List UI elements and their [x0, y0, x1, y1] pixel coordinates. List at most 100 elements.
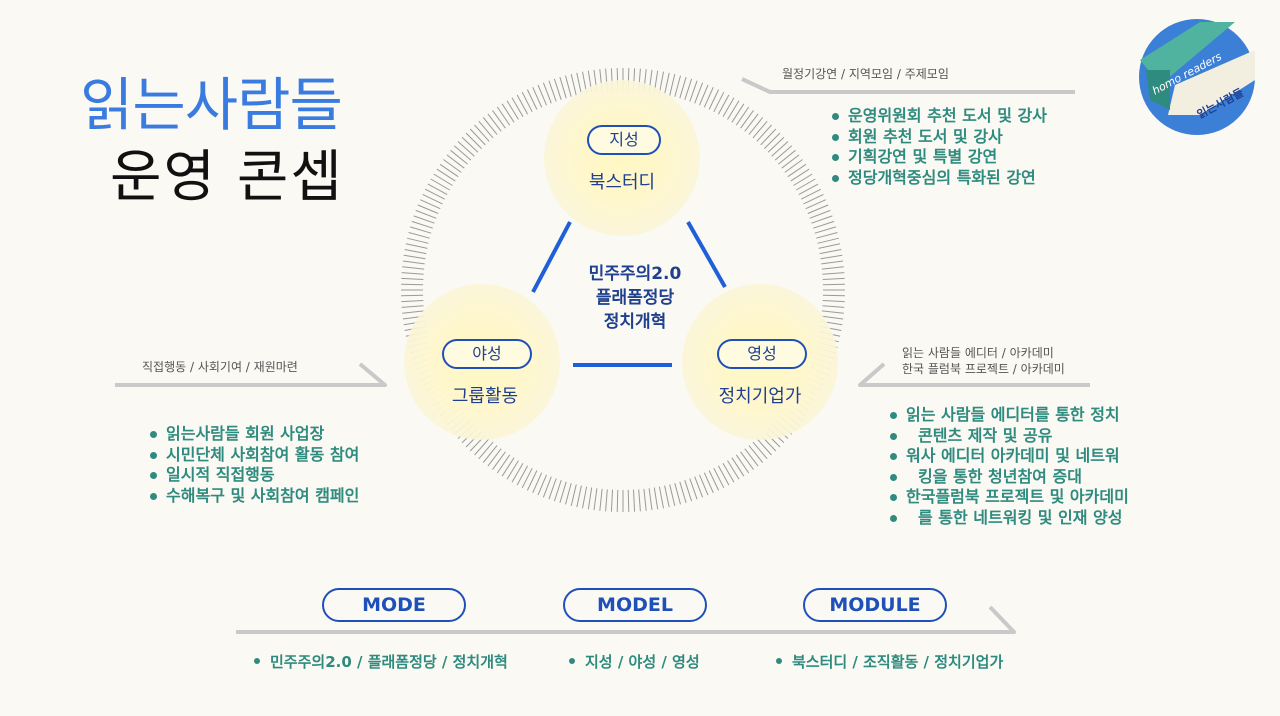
ring-tick: [764, 132, 781, 149]
right-arrow-label-2: 한국 플럼북 프로젝트 / 아카데미: [902, 362, 1065, 376]
ring-tick: [401, 283, 424, 286]
ring-tick: [511, 97, 524, 118]
ring-tick: [664, 72, 670, 95]
ring-tick: [430, 178, 451, 191]
ring-tick: [474, 124, 490, 142]
ring-tick: [482, 117, 498, 135]
ring-tick: [401, 300, 424, 303]
ring-tick: [487, 113, 502, 132]
ring-tick: [478, 120, 494, 139]
bullet-dot: [254, 657, 260, 664]
ring-tick: [559, 481, 567, 504]
page-subtitle: 운영 콘셉: [110, 145, 344, 210]
ring-tick: [717, 465, 730, 486]
ring-tick: [795, 178, 816, 191]
ring-tick: [820, 254, 843, 260]
ring-tick: [790, 168, 810, 182]
ring-tick: [516, 94, 529, 115]
ring-tick: [816, 232, 838, 239]
ring-tick: [731, 457, 745, 477]
ring-tick: [669, 484, 676, 507]
ring-tick: [404, 249, 427, 255]
ring-tick: [415, 209, 437, 219]
ring-tick: [684, 480, 693, 502]
ring-tick: [807, 204, 829, 214]
arrow-bottom: [236, 605, 1016, 634]
ring-tick: [658, 486, 664, 509]
ring-tick: [403, 254, 426, 260]
ring-tick: [501, 103, 515, 123]
bottom-text-module-label: 북스터디 / 조직활동 / 정치기업가: [792, 653, 1004, 671]
ring-tick: [731, 103, 745, 123]
ring-tick: [433, 173, 453, 186]
ring-tick: [492, 451, 506, 470]
list-item: 시민단체 사회참여 활동 참여: [148, 445, 359, 466]
ring-tick: [809, 209, 831, 219]
ring-tick: [713, 467, 725, 489]
connector-top-left: [531, 221, 572, 293]
right-arrow-label-1: 읽는 사람들 에디터 / 아카데미: [902, 346, 1054, 360]
ring-tick: [674, 75, 681, 97]
list-item-continued: 킹을 통한 청년참여 증대: [888, 467, 1129, 488]
list-item: 수해복구 및 사회참여 캠페인: [148, 486, 359, 507]
ring-tick: [401, 305, 424, 308]
ring-tick: [526, 89, 538, 110]
ring-tick: [532, 472, 543, 494]
ring-tick: [694, 476, 704, 498]
center-line-3: 정치개혁: [603, 312, 667, 332]
ring-tick: [582, 486, 588, 509]
list-item: 기획강연 및 특별 강연: [830, 147, 1047, 168]
ring-tick: [453, 145, 472, 161]
ring-tick: [439, 163, 459, 178]
ring-tick: [521, 467, 533, 489]
ring-tick: [548, 80, 557, 102]
ring-tick: [821, 310, 844, 314]
ring-tick: [532, 86, 543, 108]
ring-tick: [708, 89, 720, 110]
ring-tick: [610, 489, 613, 512]
ring-tick: [822, 283, 845, 286]
connector-top-right: [686, 221, 727, 288]
ring-tick: [419, 199, 441, 210]
ring-tick: [638, 489, 641, 512]
ring-tick: [822, 300, 845, 303]
ring-tick: [553, 78, 562, 100]
bottom-text-mode-label: 민주주의2.0 / 플래폼정당 / 정치개혁: [270, 653, 508, 671]
ring-tick: [798, 183, 819, 196]
ring-tick: [469, 128, 486, 146]
node-top-name: 북스터디: [588, 172, 656, 193]
ring-tick: [722, 97, 735, 118]
node-right-name: 정치기업가: [718, 386, 802, 407]
ring-tick: [653, 487, 659, 510]
ring-tick: [474, 438, 490, 456]
ring-tick: [727, 100, 740, 120]
ring-tick: [526, 470, 538, 491]
ring-tick: [689, 80, 698, 102]
model-pill: MODEL: [563, 588, 707, 622]
ring-tick: [744, 448, 759, 467]
ring-tick: [511, 462, 524, 483]
list-item-continued: 를 통한 네트워킹 및 인재 양성: [888, 508, 1129, 529]
ring-tick: [822, 277, 845, 280]
homo-readers-logo: [1139, 19, 1255, 135]
ring-tick: [542, 82, 552, 104]
ring-tick: [800, 188, 822, 200]
ring-tick: [756, 124, 772, 142]
ring-tick: [457, 141, 475, 157]
ring-tick: [752, 120, 768, 139]
ring-tick: [740, 110, 754, 129]
ring-tick: [401, 272, 424, 275]
bottom-text-mode: 민주주의2.0 / 플래폼정당 / 정치개혁: [254, 651, 508, 672]
ring-tick: [587, 487, 593, 510]
ring-tick: [409, 226, 432, 234]
ring-tick: [427, 183, 448, 196]
ring-tick: [740, 451, 754, 470]
ring-tick: [727, 460, 740, 480]
node-left-tag: 야성: [442, 339, 532, 369]
ring-tick: [450, 149, 468, 165]
module-pill: MODULE: [803, 588, 947, 622]
ring-tick: [593, 488, 598, 511]
ring-tick: [813, 220, 835, 229]
ring-tick: [422, 193, 443, 205]
ring-tick: [565, 483, 572, 505]
